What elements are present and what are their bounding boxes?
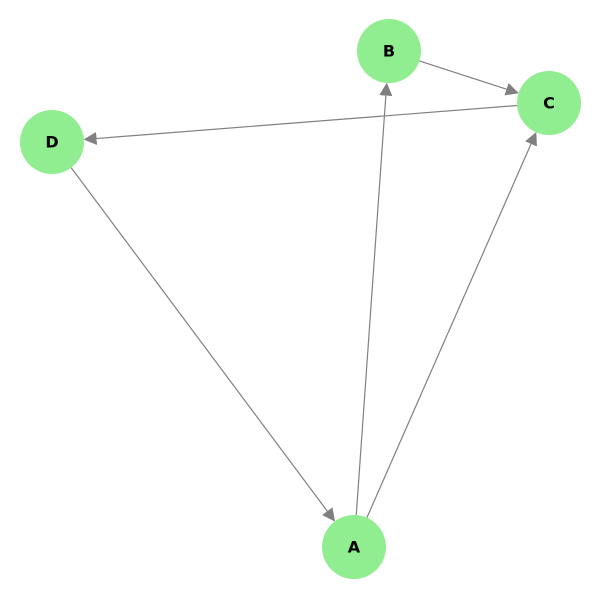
- node-circle-B: [357, 19, 421, 83]
- edge-C-D: [83, 104, 518, 145]
- node-A: A: [322, 515, 386, 579]
- node-circle-D: [20, 110, 84, 174]
- node-circle-A: [322, 515, 386, 579]
- node-B: B: [357, 19, 421, 83]
- node-circle-C: [517, 71, 581, 135]
- nodes-layer: A B C D: [20, 19, 581, 579]
- edge-A-C: [366, 132, 537, 518]
- edge-B-C: [419, 60, 519, 96]
- node-D: D: [20, 110, 84, 174]
- edge-A-B: [355, 82, 393, 516]
- edges-layer: [70, 60, 537, 522]
- node-C: C: [517, 71, 581, 135]
- edge-D-A: [70, 167, 336, 522]
